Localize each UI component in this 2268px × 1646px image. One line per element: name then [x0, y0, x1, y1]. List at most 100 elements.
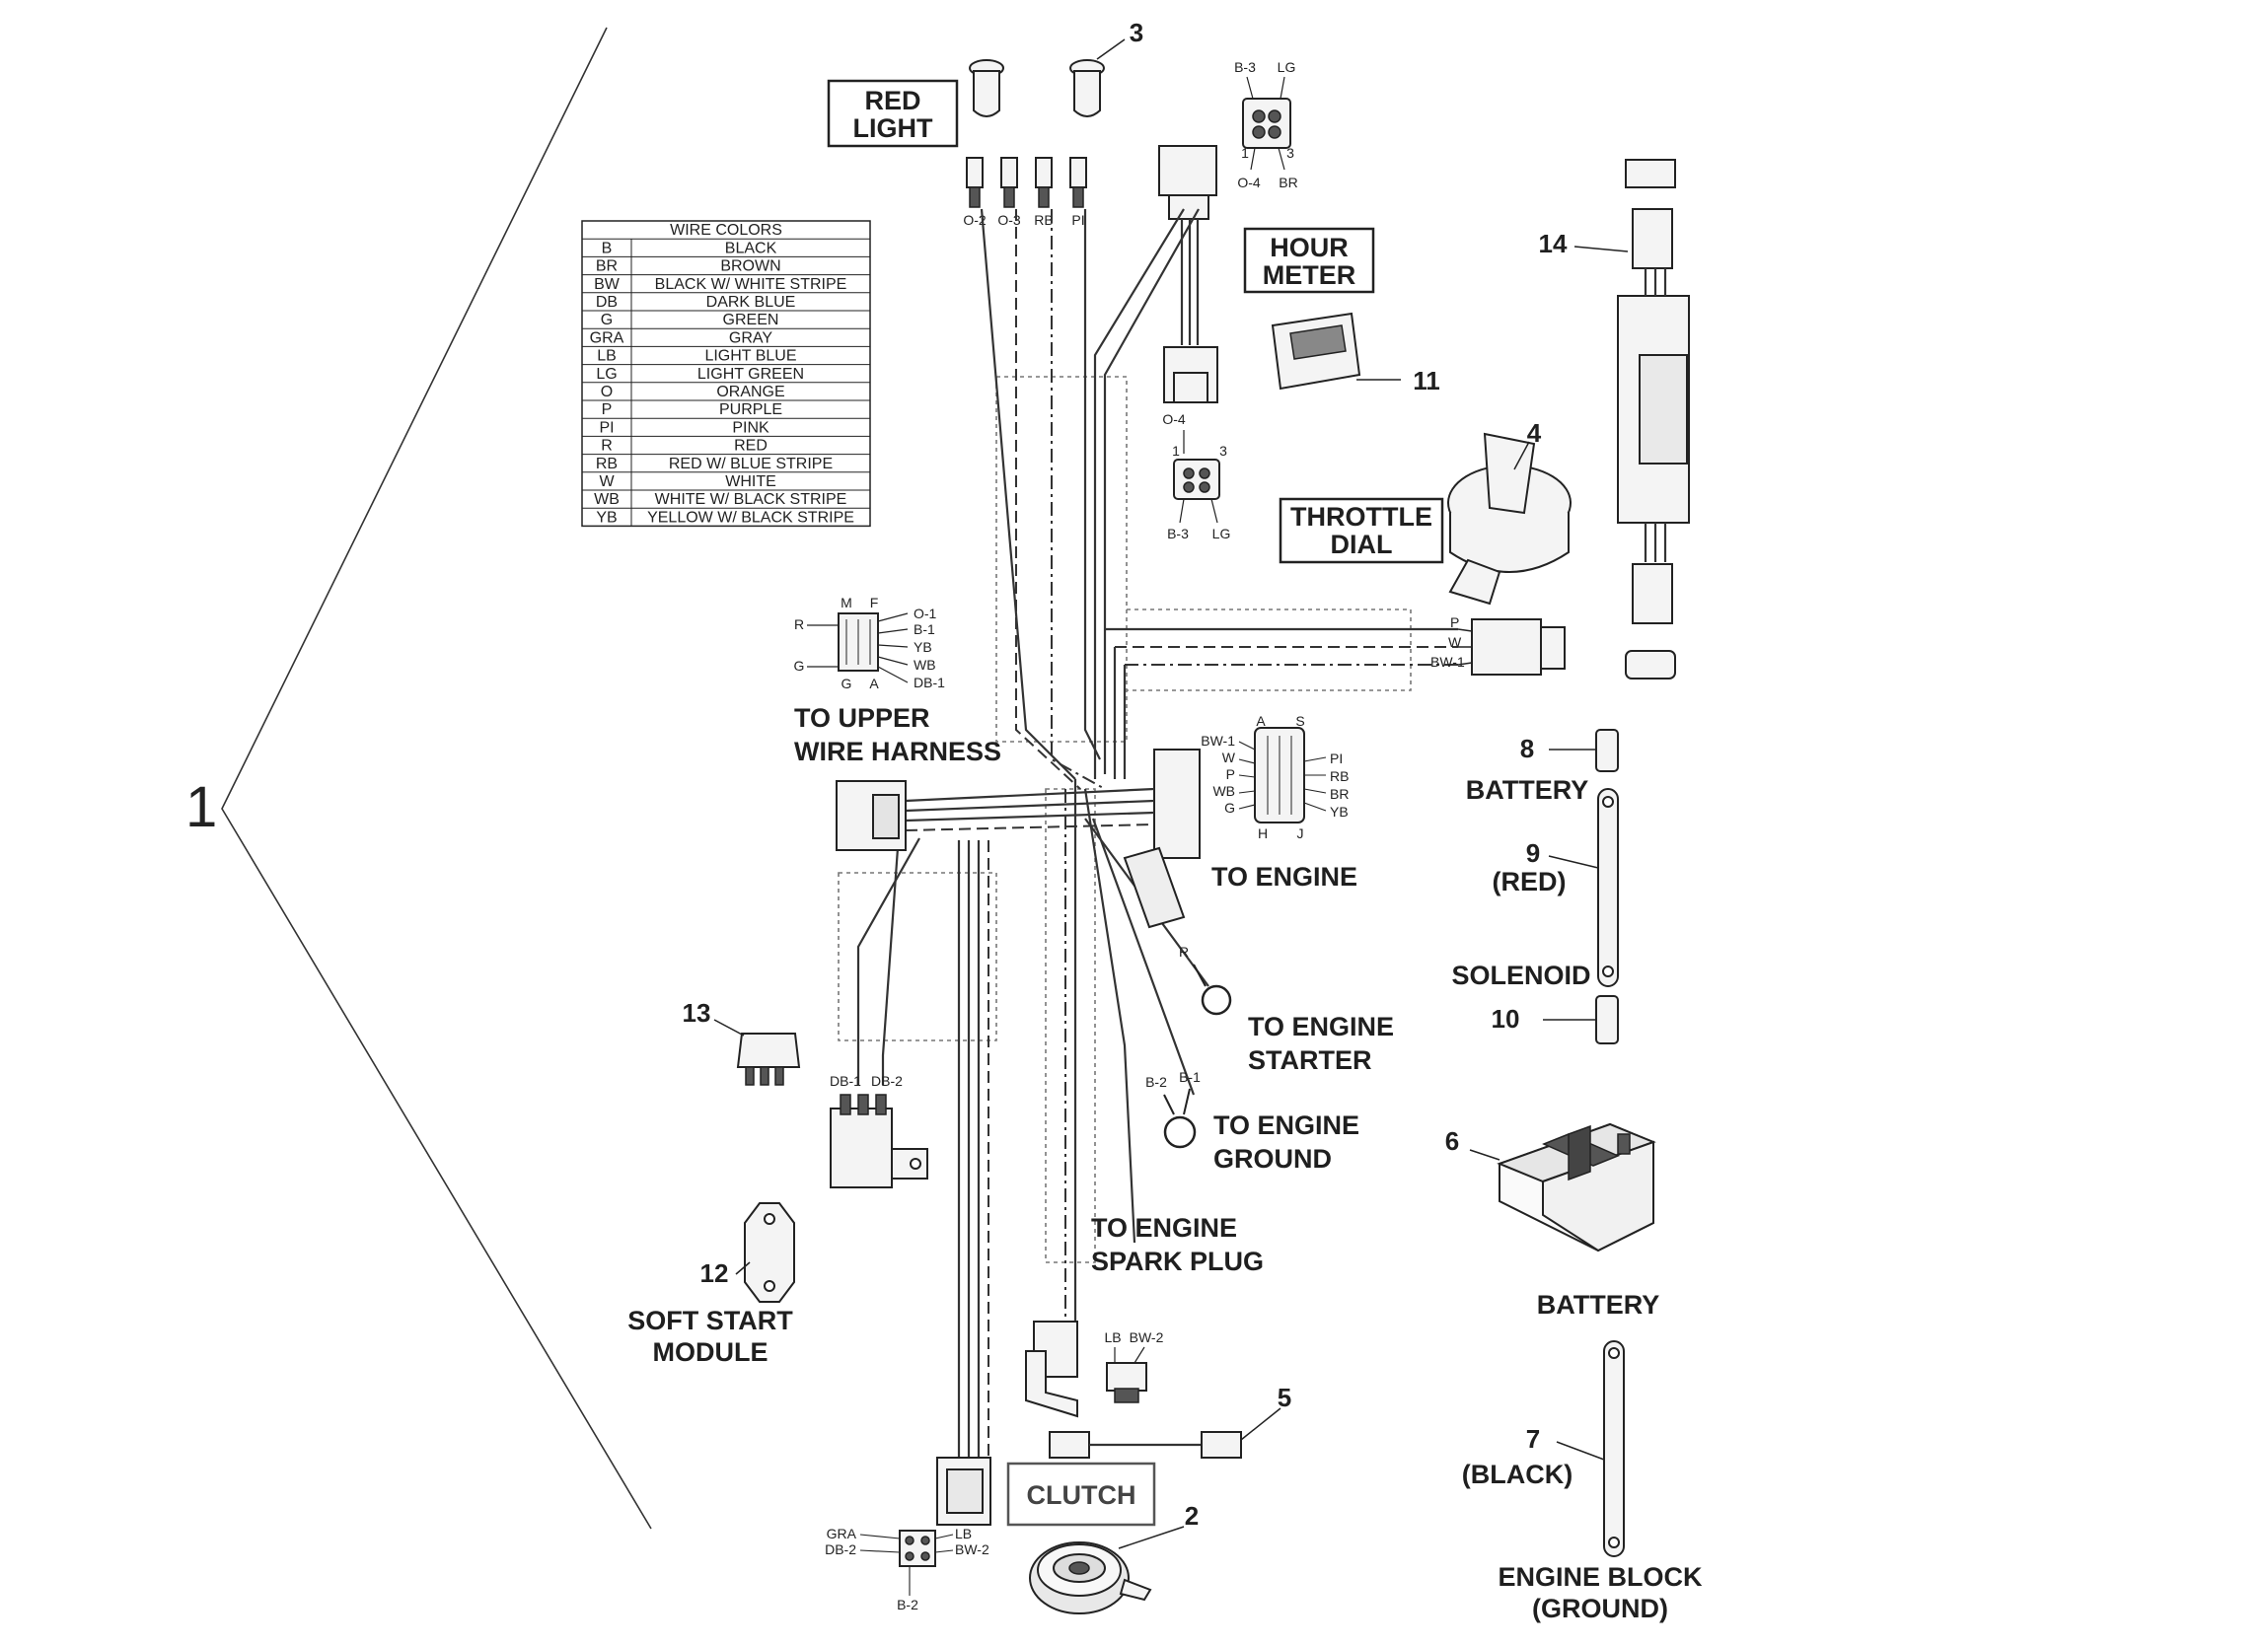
wire-code: 1: [1172, 443, 1180, 459]
wire-color-name: ORANGE: [716, 384, 784, 400]
wire-color-code: BR: [596, 258, 618, 275]
ground-label-2: GROUND: [1213, 1144, 1332, 1174]
red-paren-label: (RED): [1493, 867, 1567, 896]
red-light-assembly: RED LIGHT 3 O-2 O-3 RB PI: [827, 18, 1143, 228]
solenoid-label: SOLENOID: [1451, 961, 1590, 990]
wire-color-code: B: [602, 240, 613, 256]
wire-code: H: [1258, 825, 1268, 841]
clutch-label: CLUTCH: [1027, 1480, 1136, 1510]
wire-code: O-4: [1237, 175, 1261, 190]
wire-code: A: [869, 676, 879, 691]
throttle-dial: THROTTLE DIAL 4: [1279, 418, 1572, 606]
engine-connector: A S BW-1 W P WB G H J PI RB BR YB TO ENG…: [1201, 713, 1357, 892]
throttle-label-2: DIAL: [1331, 530, 1393, 559]
hour-meter: HOUR METER 11: [1243, 227, 1440, 395]
bottom-harness-connector: GRA DB-2 LB BW-2 B-2: [825, 1457, 991, 1612]
wire-color-name: LIGHT GREEN: [697, 366, 804, 383]
callout-5: 5: [1278, 1383, 1291, 1412]
wire-code: 3: [1286, 145, 1294, 161]
upper-harness-label: TO UPPER: [794, 703, 930, 733]
wire-code: O-4: [1162, 411, 1186, 427]
item-8-boot: 8 BATTERY: [1466, 729, 1619, 805]
wire-code: DB-1: [914, 675, 945, 690]
wire-code: A: [1256, 713, 1266, 729]
wire-color-name: BROWN: [720, 258, 780, 275]
wire-color-code: W: [599, 473, 615, 490]
wire-code: DB-1: [830, 1073, 861, 1089]
callout-2: 2: [1185, 1501, 1199, 1531]
wire-code: B-1: [914, 621, 935, 637]
wire-code: LB: [1104, 1329, 1121, 1345]
wire-code: PI: [1330, 751, 1343, 766]
assembly-number: 1: [185, 775, 217, 839]
wire-color-code: YB: [596, 509, 617, 526]
wire-color-name: RED: [734, 438, 768, 455]
wire-code: LG: [1212, 526, 1231, 541]
red-light-label-2: LIGHT: [853, 113, 933, 143]
wire-code: BR: [1330, 786, 1349, 802]
item-9-red-cable: 9 (RED) SOLENOID: [1451, 788, 1619, 990]
wire-code: M: [841, 595, 852, 610]
hour-meter-connector-top: B-3 LG 1 3 O-4 BR: [1234, 59, 1298, 190]
callout-3: 3: [1130, 18, 1143, 47]
wire-code: B-2: [1145, 1074, 1167, 1090]
callout-12: 12: [700, 1258, 729, 1288]
wire-code: BW-1: [1430, 654, 1465, 670]
wire-code: P: [1450, 614, 1459, 630]
soft-start-label-2: MODULE: [653, 1337, 768, 1367]
starter-label: TO ENGINE: [1248, 1012, 1394, 1041]
callout-9: 9: [1526, 838, 1540, 868]
red-light-label: RED: [864, 86, 920, 115]
wire-code: DB-2: [871, 1073, 903, 1089]
wire-code: 1: [1241, 145, 1249, 161]
wire-code: O-1: [914, 606, 937, 621]
wire-color-code: LG: [596, 366, 617, 383]
wire-code: PI: [1071, 212, 1084, 228]
engine-starter-terminal: R TO ENGINE STARTER: [1179, 944, 1394, 1075]
engine-block-label-2: (GROUND): [1532, 1594, 1668, 1623]
wire-code: B-3: [1234, 59, 1256, 75]
wire-code: G: [794, 658, 805, 674]
item-14-harness: 14: [1539, 159, 1690, 680]
wire-code: BW-1: [1201, 733, 1235, 749]
wire-color-code: R: [601, 438, 613, 455]
soft-start-module: 12 SOFT START MODULE: [627, 1202, 795, 1367]
wire-color-name: LIGHT BLUE: [704, 348, 796, 365]
wire-color-name: WHITE W/ BLACK STRIPE: [655, 491, 847, 508]
wire-code: P: [1226, 766, 1235, 782]
starter-label-2: STARTER: [1248, 1045, 1372, 1075]
engine-block-label: ENGINE BLOCK: [1498, 1562, 1703, 1592]
wire-code: B-3: [1167, 526, 1189, 541]
clutch: CLUTCH 2: [1006, 1462, 1199, 1614]
wire-code: DB-2: [825, 1541, 856, 1557]
wire-code: YB: [914, 639, 932, 655]
wire-color-name: WHITE: [725, 473, 776, 490]
wire-code: O-3: [997, 212, 1021, 228]
wire-color-code: GRA: [590, 329, 624, 346]
wire-code: YB: [1330, 804, 1349, 820]
wire-code: R: [1179, 944, 1189, 960]
wire-color-name: YELLOW W/ BLACK STRIPE: [647, 509, 854, 526]
battery-top-label: BATTERY: [1466, 775, 1589, 805]
item-10-boot: 10: [1492, 995, 1619, 1044]
item-5-connector: 5: [1049, 1383, 1291, 1459]
wire-code: G: [841, 676, 852, 691]
wire-code: F: [870, 595, 879, 610]
wire-code: RB: [1034, 212, 1053, 228]
spark-plug-label: TO ENGINE: [1091, 1213, 1237, 1243]
callout-7: 7: [1526, 1424, 1540, 1454]
callout-4: 4: [1527, 418, 1542, 448]
hour-meter-label-2: METER: [1263, 260, 1356, 290]
wire-color-name: DARK BLUE: [706, 294, 796, 311]
wire-code: BR: [1279, 175, 1297, 190]
wire-color-code: WB: [594, 491, 620, 508]
wire-code: O-2: [963, 212, 987, 228]
wire-code: WB: [914, 657, 936, 673]
spark-plug-label-2: SPARK PLUG: [1091, 1247, 1264, 1276]
to-engine-label: TO ENGINE: [1211, 862, 1357, 892]
main-harness-wires: [856, 208, 1458, 1460]
black-paren-label: (BLACK): [1462, 1460, 1573, 1489]
wire-code: WB: [1212, 783, 1235, 799]
wire-code: W: [1222, 750, 1236, 765]
